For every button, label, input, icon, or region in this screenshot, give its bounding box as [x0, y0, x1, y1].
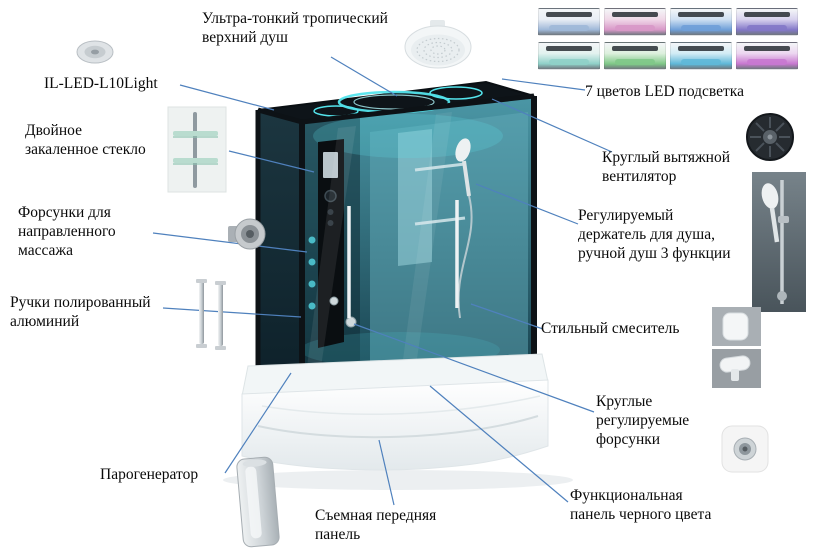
- led-swatch-purple: [736, 8, 798, 36]
- label-black-panel: Функциональная панель черного цвета: [570, 487, 712, 523]
- mixer-photo: [712, 307, 761, 388]
- led-swatch-white-blue: [538, 8, 600, 36]
- ceiling-glow: [313, 114, 503, 158]
- cabin-side-glass: [258, 110, 302, 392]
- exhaust-fan-photo: [746, 113, 794, 161]
- leader-line: [470, 303, 544, 330]
- label-steam-generator: Парогенератор: [100, 466, 199, 483]
- label-tempered-glass: Двойное закаленное стекло: [25, 122, 146, 158]
- leader-lines: [152, 56, 613, 506]
- leader-line: [475, 183, 579, 225]
- floor-shadow: [223, 470, 573, 490]
- leader-line: [378, 439, 395, 506]
- leader-line: [179, 84, 275, 111]
- massage-nozzle-photo: [228, 218, 266, 250]
- label-front-panel: Съемная передняя панель: [315, 507, 437, 543]
- door-handles: [347, 200, 459, 318]
- handles-photo: [196, 279, 226, 350]
- black-control-panel: [318, 139, 344, 348]
- leader-line: [152, 232, 308, 253]
- glass-reflection: [304, 126, 356, 390]
- glass-shelf-photo: [167, 106, 227, 193]
- label-led-model: IL-LED-L10Light: [44, 75, 158, 92]
- round-jet: [345, 316, 357, 328]
- label-led-colors: 7 цветов LED подсветка: [585, 83, 744, 100]
- label-top-shower: Ультра-тонкий тропический верхний душ: [202, 10, 388, 46]
- shower-column-photo: [752, 172, 806, 312]
- label-handles: Ручки полированный алюминий: [10, 294, 151, 330]
- mirror-strip: [398, 129, 432, 266]
- leader-line: [224, 372, 292, 474]
- massage-jets: [308, 236, 316, 310]
- led-swatch-cyan: [670, 42, 732, 70]
- leader-line: [491, 98, 613, 153]
- leader-line: [162, 307, 302, 318]
- round-jet: [329, 296, 339, 306]
- label-massage-jets: Форсунки для направленного массажа: [18, 204, 116, 259]
- led-light-photo: [76, 40, 114, 64]
- shower-cabin-illustration: [255, 80, 537, 394]
- rain-shower-photo: [404, 20, 472, 69]
- label-shower-holder: Регулируемый держатель для душа, ручной …: [578, 207, 731, 262]
- steam-generator-photo: [236, 456, 280, 548]
- label-round-jets: Круглые регулируемые форсунки: [596, 393, 690, 448]
- led-color-gallery: [538, 8, 798, 70]
- leader-line: [330, 56, 398, 97]
- leader-line: [429, 385, 569, 503]
- leader-line: [353, 323, 595, 413]
- led-swatch-green: [604, 42, 666, 70]
- tub-base: [241, 353, 549, 471]
- round-nozzle-photo: [721, 425, 769, 473]
- led-swatch-teal: [538, 42, 600, 70]
- led-swatch-blue: [670, 8, 732, 36]
- led-swatch-pink: [604, 8, 666, 36]
- glass-reflection: [400, 112, 452, 382]
- led-swatch-magenta: [736, 42, 798, 70]
- leader-line: [501, 78, 586, 91]
- label-exhaust-fan: Круглый вытяжной вентилятор: [602, 149, 731, 185]
- label-mixer: Стильный смеситель: [541, 320, 680, 337]
- leader-line: [228, 150, 315, 173]
